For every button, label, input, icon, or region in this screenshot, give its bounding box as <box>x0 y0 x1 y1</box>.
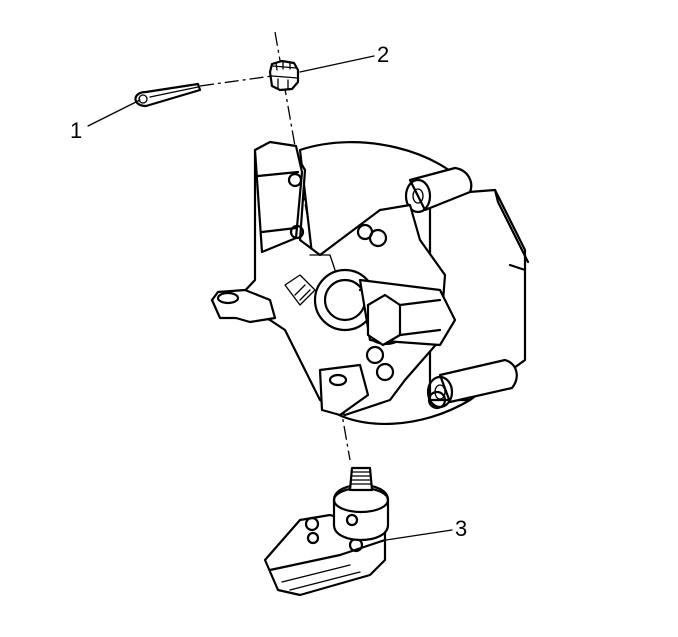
callout-3: 3 <box>455 516 468 541</box>
cotter-pin <box>134 82 202 108</box>
castle-nut <box>268 59 300 92</box>
callout-leaders <box>87 55 453 541</box>
callout-2: 2 <box>377 42 390 67</box>
callout-1: 1 <box>70 118 83 143</box>
steering-knuckle <box>210 140 530 426</box>
ball-joint-lower-arm <box>263 466 390 597</box>
